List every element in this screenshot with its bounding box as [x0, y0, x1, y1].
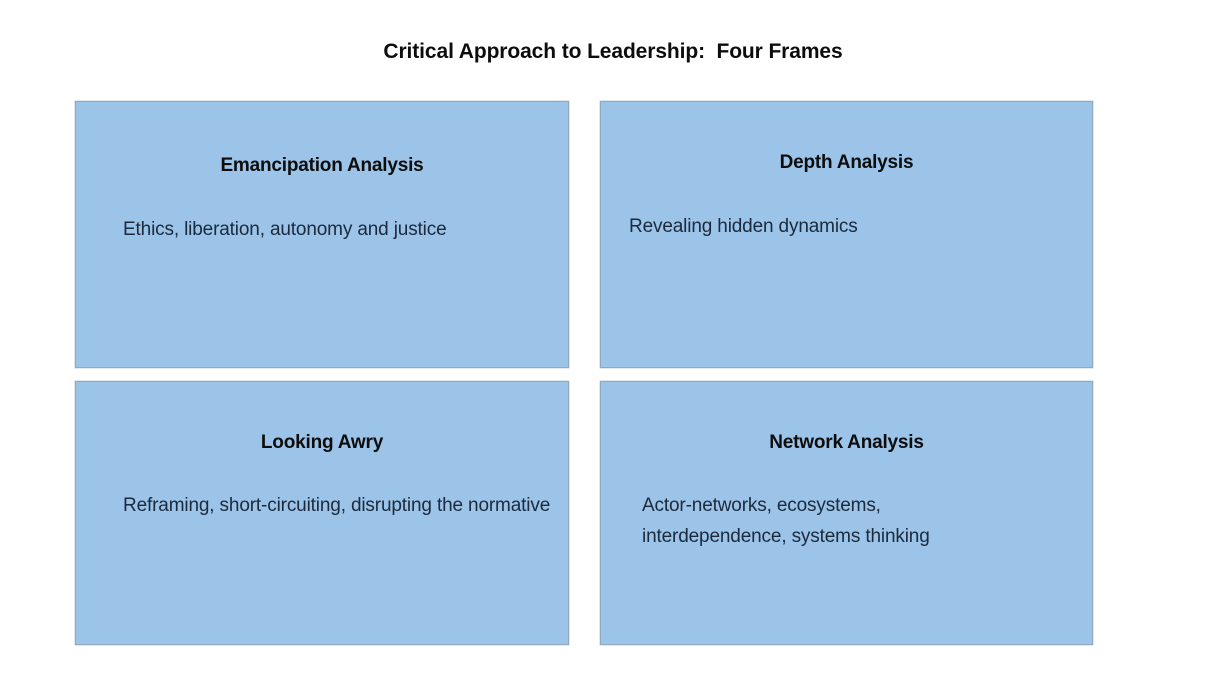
- frame-card-looking-awry[interactable]: Looking Awry Reframing, short-circuiting…: [75, 381, 569, 645]
- frame-heading-emancipation-analysis: Emancipation Analysis: [220, 155, 424, 176]
- frame-heading-looking-awry: Looking Awry: [260, 432, 384, 453]
- frame-body-depth-analysis: Revealing hidden dynamics: [629, 216, 858, 237]
- frame-body-network-analysis: Actor-networks, ecosystems, interdepende…: [642, 495, 930, 547]
- frame-body-emancipation-analysis: Ethics, liberation, autonomy and justice: [123, 219, 447, 240]
- frame-card-depth-analysis[interactable]: Depth Analysis Revealing hidden dynamics: [600, 101, 1093, 368]
- frame-card-emancipation-analysis[interactable]: Emancipation Analysis Ethics, liberation…: [75, 101, 569, 368]
- frame-body-looking-awry: Reframing, short-circuiting, disrupting …: [123, 495, 551, 516]
- frame-heading-network-analysis: Network Analysis: [769, 432, 924, 453]
- frame-card-network-analysis[interactable]: Network Analysis Actor-networks, ecosyst…: [600, 381, 1093, 645]
- frame-heading-depth-analysis: Depth Analysis: [779, 152, 914, 173]
- page-title: Critical Approach to Leadership: Four Fr…: [383, 40, 843, 63]
